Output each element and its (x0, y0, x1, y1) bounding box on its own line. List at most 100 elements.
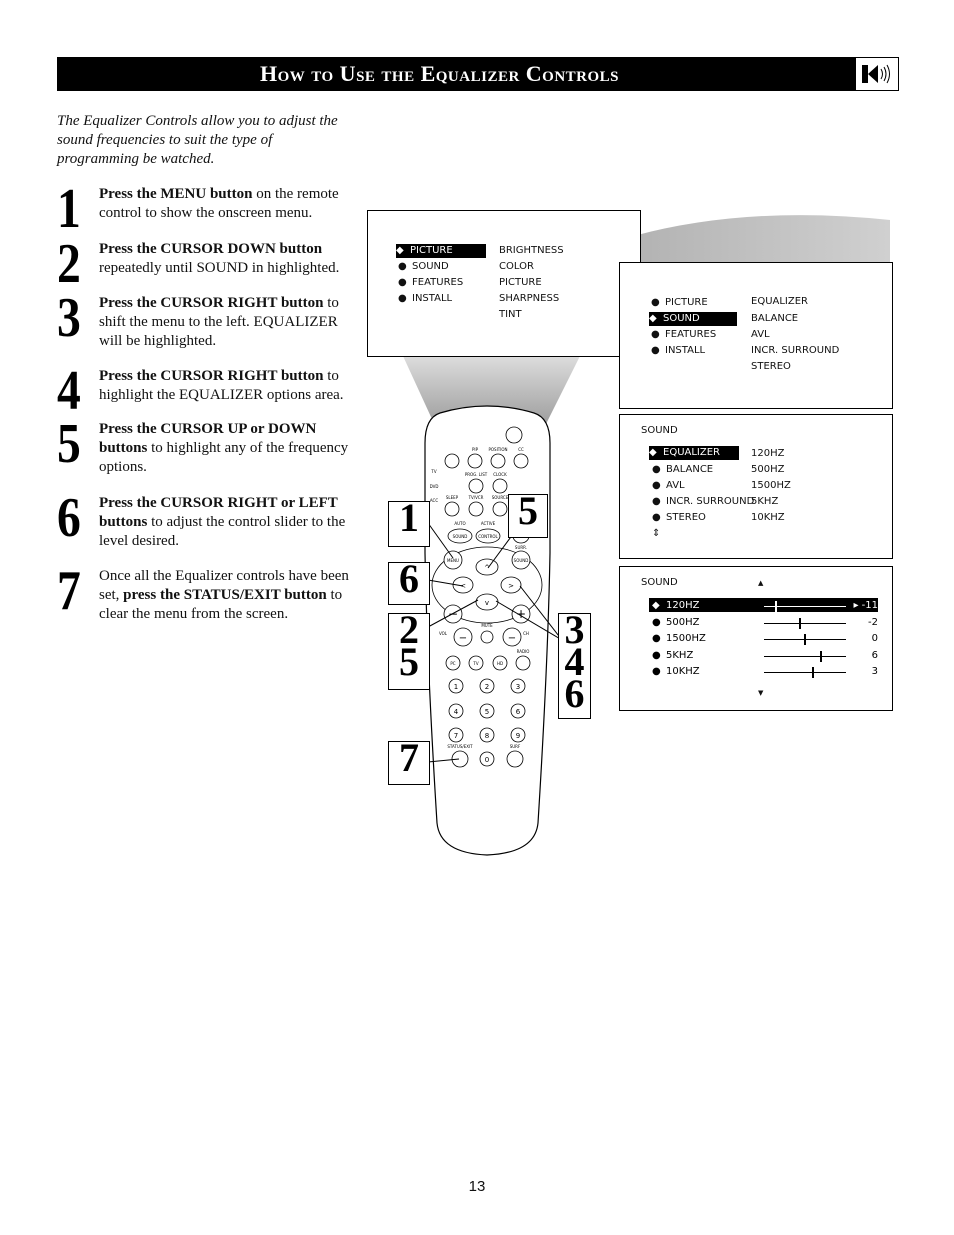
step-number: 1 (57, 178, 81, 240)
svg-text:STATUS/EXIT: STATUS/EXIT (447, 744, 473, 749)
svg-text:3: 3 (516, 683, 520, 691)
band-item[interactable]: 10KHZ (751, 512, 785, 523)
submenu-item[interactable]: BALANCE (751, 313, 799, 324)
menu-item-features[interactable]: ●FEATURES (398, 277, 464, 288)
menu-item-sound[interactable]: ●SOUND (398, 261, 449, 272)
svg-text:<: < (460, 582, 466, 590)
svg-text:PROG. LIST: PROG. LIST (465, 472, 488, 477)
slider-knob[interactable] (798, 617, 801, 629)
band-row[interactable]: ●1500HZ (652, 632, 706, 646)
svg-text:>: > (508, 582, 514, 590)
bullet: ● (652, 616, 661, 628)
svg-text:AUTO: AUTO (454, 521, 465, 526)
power-button[interactable] (505, 426, 523, 444)
svg-text:RADIO: RADIO (517, 649, 530, 654)
step-number: 2 (57, 233, 81, 295)
step-text: Press the CURSOR RIGHT button to shift t… (99, 295, 339, 349)
menu-item-equalizer[interactable]: ◆EQUALIZER (649, 446, 739, 460)
band-slider[interactable] (764, 667, 846, 678)
callout-1: 1 (388, 498, 430, 547)
submenu-item[interactable]: BRIGHTNESS (499, 245, 564, 256)
svg-text:TV/VCR: TV/VCR (468, 495, 484, 500)
submenu-item[interactable]: INCR. SURROUND (751, 345, 840, 356)
step-number: 3 (57, 287, 81, 349)
band-slider[interactable] (764, 601, 846, 612)
menu-item-install[interactable]: ●INSTALL (398, 293, 453, 304)
svg-text:CC: CC (518, 447, 524, 452)
svg-text:8: 8 (485, 732, 489, 740)
svg-text:7: 7 (454, 732, 458, 740)
scroll-up-icon: ▲ (758, 579, 764, 587)
menu-item-balance[interactable]: ●BALANCE (652, 464, 714, 475)
menu-item-picture[interactable]: ●PICTURE (651, 297, 708, 308)
band-slider[interactable] (764, 650, 846, 662)
svg-text:SURF: SURF (510, 744, 521, 749)
svg-text:+: + (516, 607, 526, 621)
svg-text:SURR.: SURR. (515, 545, 527, 550)
band-row[interactable]: ◆ 120HZ (652, 599, 699, 613)
menu-item-avl[interactable]: ●AVL (652, 480, 685, 491)
band-slider[interactable] (764, 634, 846, 645)
bullet: ● (652, 666, 661, 677)
speaker-icon (855, 58, 898, 90)
submenu-item[interactable]: STEREO (751, 361, 791, 372)
onscreen-menu-equalizer: SOUND ◆EQUALIZER ●BALANCE ●AVL ●INCR. SU… (619, 414, 893, 559)
page-number: 13 (468, 1178, 486, 1195)
callout-2-5: 2 5 (388, 610, 430, 690)
scroll-down-icon: ⇕ (652, 528, 661, 539)
band-label: 120HZ (666, 600, 700, 611)
callout-3-4-6: 3 4 6 (558, 610, 591, 719)
menu-title: SOUND (641, 577, 678, 588)
menu-item-picture[interactable]: ◆PICTURE (396, 244, 486, 258)
svg-text:1: 1 (454, 683, 458, 691)
callout-6: 6 (388, 559, 430, 605)
band-item[interactable]: 5KHZ (751, 496, 779, 507)
scroll-down-icon: ▼ (758, 689, 764, 697)
svg-text:PC: PC (450, 661, 455, 666)
svg-text:PIP: PIP (472, 447, 479, 452)
slider-knob[interactable] (812, 667, 814, 678)
step-text: Press the CURSOR RIGHT button to highlig… (99, 368, 344, 403)
band-value: 6 (871, 649, 878, 661)
slider-knob[interactable] (804, 634, 806, 645)
step-text: Press the CURSOR DOWN button repeatedly … (99, 241, 340, 276)
callout-5: 5 (508, 491, 548, 538)
submenu-item[interactable]: COLOR (499, 261, 534, 272)
menu-item-surround[interactable]: ●INCR. SURROUND (652, 496, 755, 507)
menu-item-features[interactable]: ●FEATURES (651, 329, 717, 340)
menu-item-install[interactable]: ●INSTALL (651, 345, 706, 356)
band-item[interactable]: 500HZ (751, 464, 785, 475)
menu-item-stereo[interactable]: ●STEREO (652, 512, 706, 523)
svg-text:5: 5 (485, 708, 489, 716)
submenu-item[interactable]: SHARPNESS (499, 293, 560, 304)
band-item[interactable]: 1500HZ (751, 480, 791, 491)
band-row[interactable]: ●500HZ (652, 616, 699, 630)
band-row[interactable]: ●5KHZ (652, 649, 693, 663)
svg-text:ACTIVE: ACTIVE (481, 521, 496, 526)
submenu-item[interactable]: PICTURE (499, 277, 542, 288)
band-slider[interactable] (764, 617, 846, 629)
submenu-item[interactable]: AVL (751, 329, 770, 340)
svg-text:0: 0 (485, 756, 489, 764)
menu-item-sound[interactable]: ◆SOUND (649, 312, 737, 326)
band-value: 3 (871, 666, 878, 677)
section-header: How to Use the Equalizer Controls (57, 57, 899, 91)
slider-knob[interactable] (774, 601, 777, 612)
svg-text:−: − (459, 633, 467, 644)
band-value: 0 (871, 633, 878, 644)
svg-text:HD: HD (497, 661, 503, 666)
step-text: Press the MENU button on the remote cont… (99, 186, 339, 221)
submenu-item[interactable]: TINT (499, 309, 522, 320)
submenu-item[interactable]: EQUALIZER (751, 296, 808, 307)
bullet: ● (652, 649, 661, 661)
band-row[interactable]: ●10KHZ (652, 665, 700, 679)
bullet: ◆ (652, 600, 660, 611)
svg-text:SLEEP: SLEEP (446, 495, 459, 500)
svg-text:CONTROL: CONTROL (478, 534, 498, 539)
band-value: ▸ -11 (853, 600, 878, 611)
band-item[interactable]: 120HZ (751, 448, 785, 459)
svg-text:MENU: MENU (447, 558, 459, 563)
slider-knob[interactable] (820, 650, 822, 662)
